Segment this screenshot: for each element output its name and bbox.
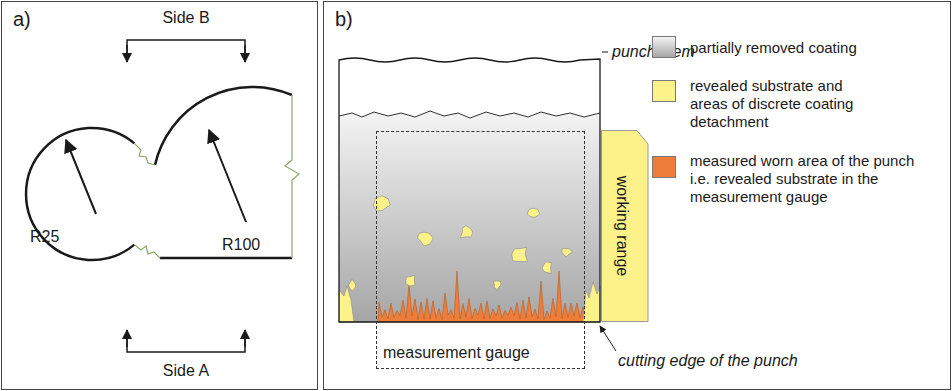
legend-label: revealed substrate and areas of discrete… xyxy=(690,77,860,131)
punch-outline xyxy=(339,58,600,322)
figure-panel: a) xyxy=(1,1,318,390)
detachment-patch xyxy=(542,262,551,273)
part-label: cutting edge of the punch xyxy=(618,352,798,370)
legend-swatch xyxy=(652,156,676,178)
coating-region xyxy=(339,111,600,322)
side-bracket xyxy=(127,40,245,352)
side-label: Side B xyxy=(162,9,209,27)
detachment-patch xyxy=(460,226,473,238)
detachment-patch xyxy=(339,286,354,322)
panel-label: a) xyxy=(13,8,31,31)
legend-swatch xyxy=(652,80,676,102)
legend-swatch xyxy=(652,36,676,58)
detachment-patch xyxy=(527,208,540,217)
range-arrow: working range xyxy=(601,130,649,322)
worn-area xyxy=(378,271,586,322)
radius-label: R25 xyxy=(30,228,59,246)
detachment-patch xyxy=(512,247,528,261)
detachment-patch xyxy=(493,281,501,289)
detachment-patch xyxy=(348,279,356,291)
radius-arrow xyxy=(66,130,246,222)
side-label: Side A xyxy=(163,362,209,380)
radius-label: R100 xyxy=(222,236,260,254)
range-label: working range xyxy=(613,176,631,277)
punch-drawing xyxy=(339,111,600,322)
legend-label: measured worn area of the punch i.e. rev… xyxy=(690,152,920,206)
detachment-patch xyxy=(406,275,415,286)
detachment-patch xyxy=(583,282,600,322)
detachment-patch xyxy=(562,248,573,257)
detachment-patch xyxy=(417,232,433,246)
gauge-label: measurement gauge xyxy=(383,344,530,362)
measurement-box: measurement gauge xyxy=(376,131,585,369)
punch-profile xyxy=(26,87,299,260)
legend-label: partially removed coating xyxy=(690,39,920,57)
panel-label: b) xyxy=(335,8,353,31)
